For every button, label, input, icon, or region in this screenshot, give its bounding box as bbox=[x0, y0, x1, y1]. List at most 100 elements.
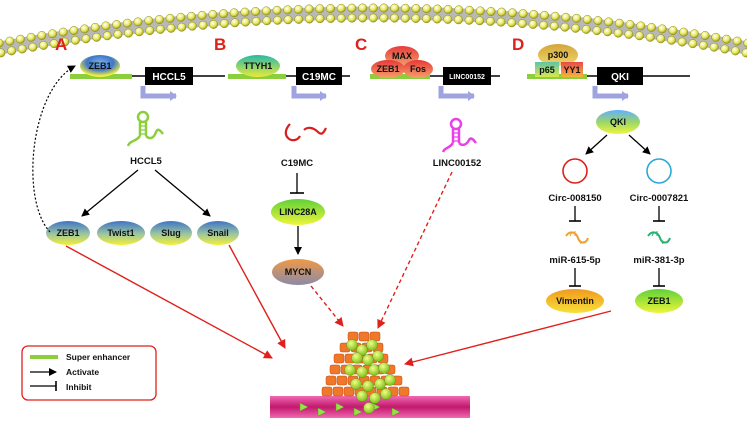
membrane-bead bbox=[572, 13, 582, 23]
panel-c-rna-label: LINC00152 bbox=[433, 158, 482, 169]
panel-d-target2-label: ZEB1 bbox=[647, 296, 670, 306]
panel-c-gene-label: LINC00152 bbox=[449, 74, 485, 81]
membrane-bead bbox=[102, 31, 112, 41]
membrane-bead bbox=[443, 4, 453, 14]
membrane-bead bbox=[700, 31, 710, 40]
membrane-bead bbox=[145, 26, 155, 36]
membrane-bead bbox=[379, 3, 389, 13]
membrane-bead bbox=[5, 36, 15, 46]
tumor-cell-ball bbox=[368, 364, 380, 376]
tumor-cell-brick bbox=[329, 364, 341, 375]
membrane-bead bbox=[326, 4, 335, 13]
panel-a-transcription-arrow bbox=[140, 86, 177, 101]
membrane-bead bbox=[272, 5, 282, 15]
tumor-cell-brick bbox=[398, 386, 410, 397]
membrane-bead bbox=[197, 10, 207, 20]
membrane-bead bbox=[507, 18, 517, 28]
red-arrow-from-mycn bbox=[310, 285, 344, 327]
tumor-cell-ball bbox=[356, 390, 368, 402]
panel-b-mirna-icon bbox=[284, 123, 327, 142]
membrane-bead bbox=[614, 18, 624, 28]
panel-c-gene-box bbox=[443, 67, 491, 85]
panel-d-circ1-icon bbox=[562, 158, 588, 184]
membrane-bead bbox=[219, 19, 229, 29]
legend-inhibit-label: Inhibit bbox=[66, 382, 92, 392]
membrane-bead bbox=[112, 20, 122, 29]
panel-b-target-linc28a bbox=[271, 199, 325, 225]
membrane-bead bbox=[90, 22, 100, 32]
panel-a-zeb1-factor bbox=[80, 55, 120, 77]
panel-d-mirna1-icon bbox=[565, 231, 589, 245]
membrane-bead bbox=[709, 42, 719, 52]
membrane-bead bbox=[528, 19, 538, 29]
panel-d-circ2-icon bbox=[646, 158, 672, 184]
membrane-bead bbox=[411, 14, 421, 23]
membrane-bead bbox=[315, 14, 325, 24]
panel-d-protein-label: QKI bbox=[610, 117, 626, 127]
membrane-bead bbox=[241, 17, 250, 27]
membrane-bead bbox=[540, 10, 549, 20]
membrane-bead bbox=[368, 13, 378, 23]
membrane-bead bbox=[657, 24, 667, 34]
membrane-bead bbox=[177, 22, 187, 32]
red-arrow-from-zeb1-d bbox=[404, 310, 612, 367]
membrane-bead bbox=[582, 15, 592, 24]
membrane-bead bbox=[645, 32, 655, 42]
panel-b-tf-label: TTYH1 bbox=[244, 61, 273, 71]
membrane-bead bbox=[561, 12, 571, 22]
membrane-bead bbox=[604, 17, 614, 27]
tumor-cell-ball bbox=[356, 366, 368, 378]
membrane-bead bbox=[144, 16, 154, 26]
membrane-bead bbox=[17, 44, 27, 54]
membrane-bead bbox=[550, 11, 560, 21]
panel-b-target-mycn bbox=[272, 259, 324, 285]
membrane-bead bbox=[593, 16, 603, 26]
tumor-cell-ball bbox=[369, 392, 381, 404]
membrane-bead bbox=[49, 39, 59, 49]
panel-d-arrow-to-circ1 bbox=[585, 134, 608, 155]
membrane-bead bbox=[497, 7, 507, 17]
membrane-bead bbox=[475, 16, 485, 26]
panel-a-arrow-to-snail bbox=[154, 169, 211, 217]
panel-a-target-twist1 bbox=[97, 221, 145, 245]
panel-c-fos-factor bbox=[403, 60, 433, 78]
membrane-bead bbox=[240, 7, 250, 17]
panel-d-p300-factor bbox=[538, 44, 578, 66]
membrane-bead bbox=[315, 4, 325, 14]
membrane-bead bbox=[677, 37, 687, 47]
membrane-bead bbox=[603, 27, 612, 37]
membrane-bead bbox=[155, 24, 165, 34]
panel-a-letter: A bbox=[55, 35, 67, 54]
membrane-bead bbox=[422, 4, 432, 14]
tumor-cell-ball bbox=[344, 364, 356, 376]
membrane-bead bbox=[432, 14, 442, 24]
membrane-bead bbox=[37, 31, 47, 40]
panel-d-tf-yy1: YY1 bbox=[563, 65, 580, 75]
membrane-bead bbox=[166, 23, 176, 33]
panel-a-target-zeb1-label: ZEB1 bbox=[56, 228, 79, 238]
membrane-bead bbox=[101, 21, 111, 31]
legend-super-enhancer-label: Super enhancer bbox=[66, 352, 131, 362]
panel-a-tf-label: ZEB1 bbox=[88, 61, 111, 71]
membrane-bead bbox=[293, 4, 303, 14]
panel-d-arrow-to-circ2 bbox=[628, 134, 651, 155]
tumor-cell-ball bbox=[362, 380, 374, 392]
panel-c-lncrna-icon bbox=[441, 117, 477, 153]
panel-d-letter: D bbox=[512, 35, 524, 54]
membrane-bead bbox=[581, 24, 591, 34]
membrane-bead bbox=[507, 8, 517, 18]
panel-d-p65-factor bbox=[535, 62, 559, 77]
membrane-bead bbox=[134, 27, 144, 37]
membrane-bead bbox=[294, 14, 304, 24]
membrane-bead bbox=[69, 26, 79, 35]
membrane-bead bbox=[186, 11, 196, 21]
legend: Super enhancer Activate Inhibit bbox=[21, 345, 157, 401]
membrane-bead bbox=[187, 21, 197, 31]
membrane-bead bbox=[26, 32, 36, 42]
membrane-bead bbox=[230, 18, 240, 28]
panel-d-tf-p300: p300 bbox=[548, 50, 569, 60]
panel-c-zeb1-factor bbox=[371, 60, 405, 78]
membrane-bead bbox=[28, 42, 38, 52]
